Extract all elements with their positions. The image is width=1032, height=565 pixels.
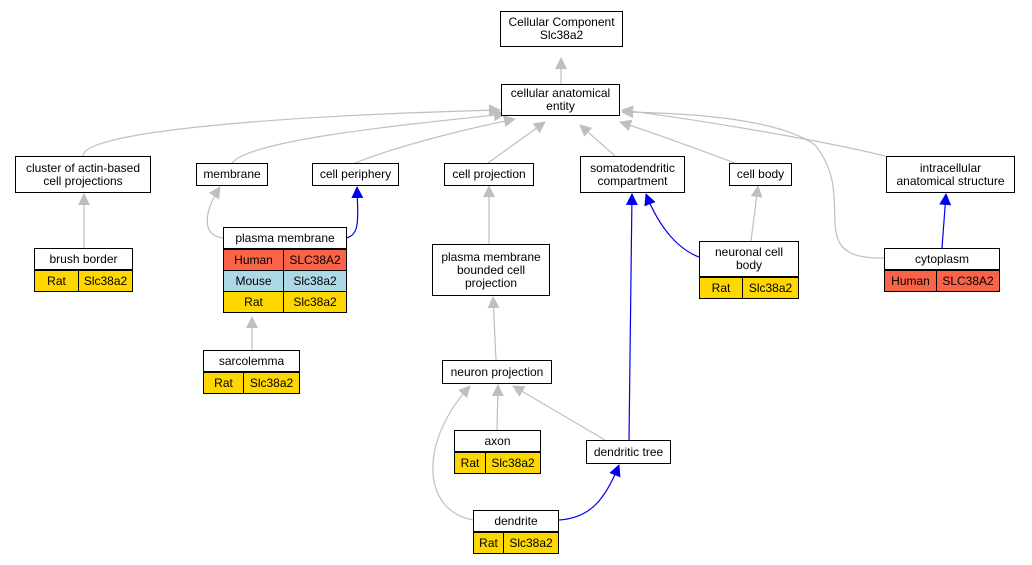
edge-intracell-to-cae (621, 105, 886, 157)
edge-projection-to-cae (487, 121, 546, 164)
node-cellular-anatomical-entity[interactable]: cellular anatomical entity (501, 84, 620, 116)
species-cell: Rat (474, 533, 504, 553)
node-plasma-membrane[interactable]: plasma membrane (223, 227, 347, 249)
species-cell: Rat (204, 373, 244, 393)
node-neuronal-cell-body[interactable]: neuronal cell body (699, 241, 799, 277)
node-cytoplasm[interactable]: cytoplasm (884, 248, 1000, 270)
gene-symbol-cell: Slc38a2 (244, 373, 299, 393)
species-cell: Human (224, 250, 284, 270)
gene-symbol-cell: Slc38a2 (486, 453, 540, 473)
node-dendritic-tree[interactable]: dendritic tree (586, 440, 671, 464)
edge-cytoplasm-partof-intracell (939, 193, 952, 249)
edge-dendrite-partof-dtree (558, 464, 621, 521)
edge-plasma-partof-periphery (345, 186, 364, 239)
edge-periphery-to-cae (354, 115, 516, 164)
node-cell-body[interactable]: cell body (729, 163, 792, 186)
species-cell: Mouse (224, 271, 284, 291)
species-cell: Rat (700, 278, 743, 298)
node-neuron-projection[interactable]: neuron projection (442, 360, 552, 384)
edge-plasma-to-membrane (206, 186, 224, 239)
edge-ncb-partof-somato (644, 193, 700, 258)
edge-axon-to-neuronproj (491, 384, 504, 431)
node-axon[interactable]: axon (454, 430, 541, 452)
edge-dtree-to-neuronproj (512, 385, 606, 441)
edge-dendrite-to-neuronproj (432, 385, 474, 521)
gene-symbol-cell: SLC38A2 (937, 271, 999, 291)
node-intracellular-anatomical-structure[interactable]: intracellular anatomical structure (886, 156, 1015, 193)
edge-cytoplasm-to-cae (621, 106, 886, 259)
gene-symbol-cell: Slc38a2 (284, 271, 346, 291)
edge-cluster-to-cae (82, 104, 501, 157)
node-brush-border[interactable]: brush border (34, 248, 133, 270)
gene-symbol-cell: Slc38a2 (743, 278, 798, 298)
gene-symbol-cell: Slc38a2 (284, 292, 346, 312)
gene-symbol-cell: SLC38A2 (284, 250, 346, 270)
edge-membrane-to-cae (231, 109, 506, 164)
node-sarcolemma[interactable]: sarcolemma (203, 350, 300, 372)
species-cell: Human (885, 271, 937, 291)
node-somatodendritic-compartment[interactable]: somatodendritic compartment (580, 156, 685, 193)
species-cell: Rat (35, 271, 79, 291)
gene-symbol-cell: Slc38a2 (79, 271, 132, 291)
edge-neuronproj-to-pmbcp (487, 296, 500, 361)
node-membrane[interactable]: membrane (196, 163, 268, 186)
edge-dtree-partof-somato (625, 193, 638, 441)
node-cluster-of-actin-based-cell-projections[interactable]: cluster of actin-based cell projections (15, 156, 151, 193)
gene-symbol-cell: Slc38a2 (504, 533, 558, 553)
node-cellular-component-root[interactable]: Cellular Component Slc38a2 (500, 11, 623, 47)
edge-somato-to-cae (579, 124, 616, 157)
species-cell: Rat (224, 292, 284, 312)
edge-ncb-to-cellbody (750, 185, 763, 242)
species-cell: Rat (455, 453, 486, 473)
node-plasma-membrane-bounded-cell-projection[interactable]: plasma membrane bounded cell projection (432, 244, 550, 296)
node-cell-projection[interactable]: cell projection (444, 163, 534, 186)
node-cell-periphery[interactable]: cell periphery (312, 163, 399, 186)
edge-cellbody-to-cae (619, 119, 736, 164)
node-dendrite[interactable]: dendrite (473, 510, 559, 532)
